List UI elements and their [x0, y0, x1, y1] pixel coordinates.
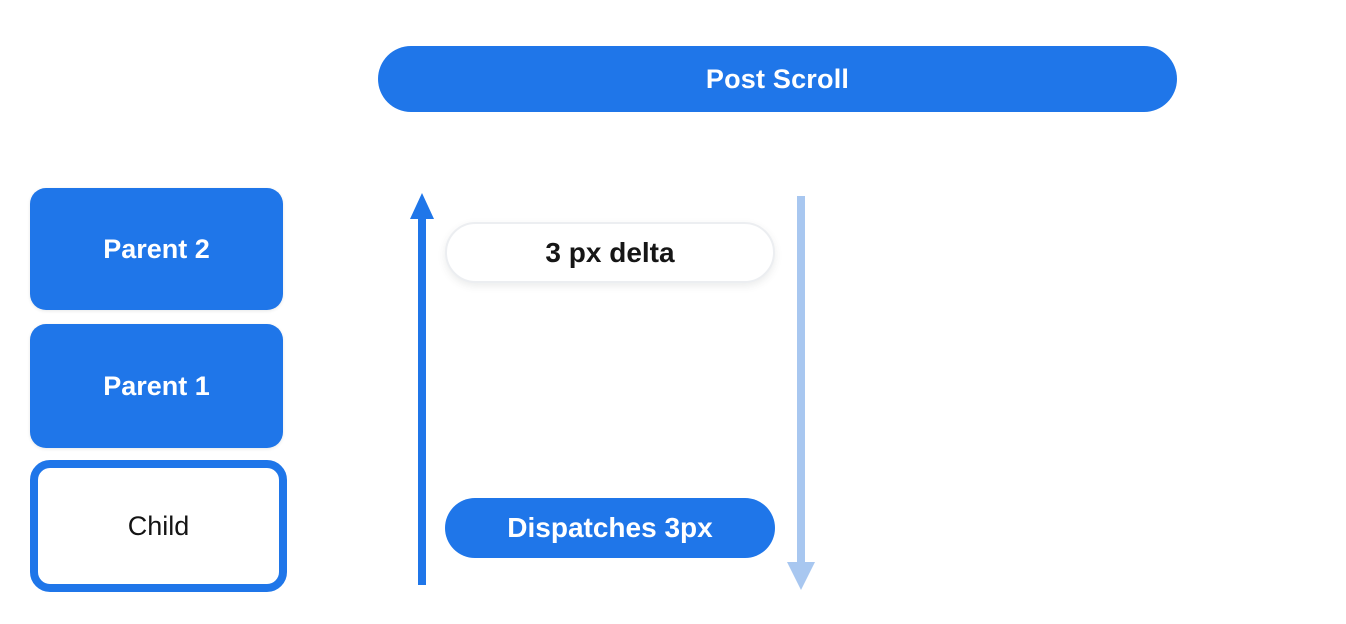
down-arrowhead: [787, 562, 815, 590]
parent-1-box: Parent 1: [30, 324, 283, 448]
down-arrow-shaft: [797, 196, 805, 562]
child-label: Child: [127, 510, 190, 541]
down-arrow-icon: [787, 196, 815, 590]
delta-label: 3 px delta: [545, 236, 675, 268]
parent-2-label: Parent 2: [103, 233, 210, 264]
dispatch-label: Dispatches 3px: [507, 512, 713, 543]
parent-2-box: Parent 2: [30, 188, 283, 310]
delta-pill: 3 px delta: [445, 222, 775, 283]
up-arrow-icon: [410, 193, 434, 585]
parent-1-label: Parent 1: [103, 370, 210, 401]
up-arrow-shaft: [418, 219, 426, 585]
post-scroll-banner: Post Scroll: [378, 46, 1177, 112]
post-scroll-label: Post Scroll: [705, 63, 850, 94]
child-box: Child: [30, 460, 287, 592]
dispatch-pill: Dispatches 3px: [445, 498, 775, 558]
up-arrowhead: [410, 193, 434, 219]
